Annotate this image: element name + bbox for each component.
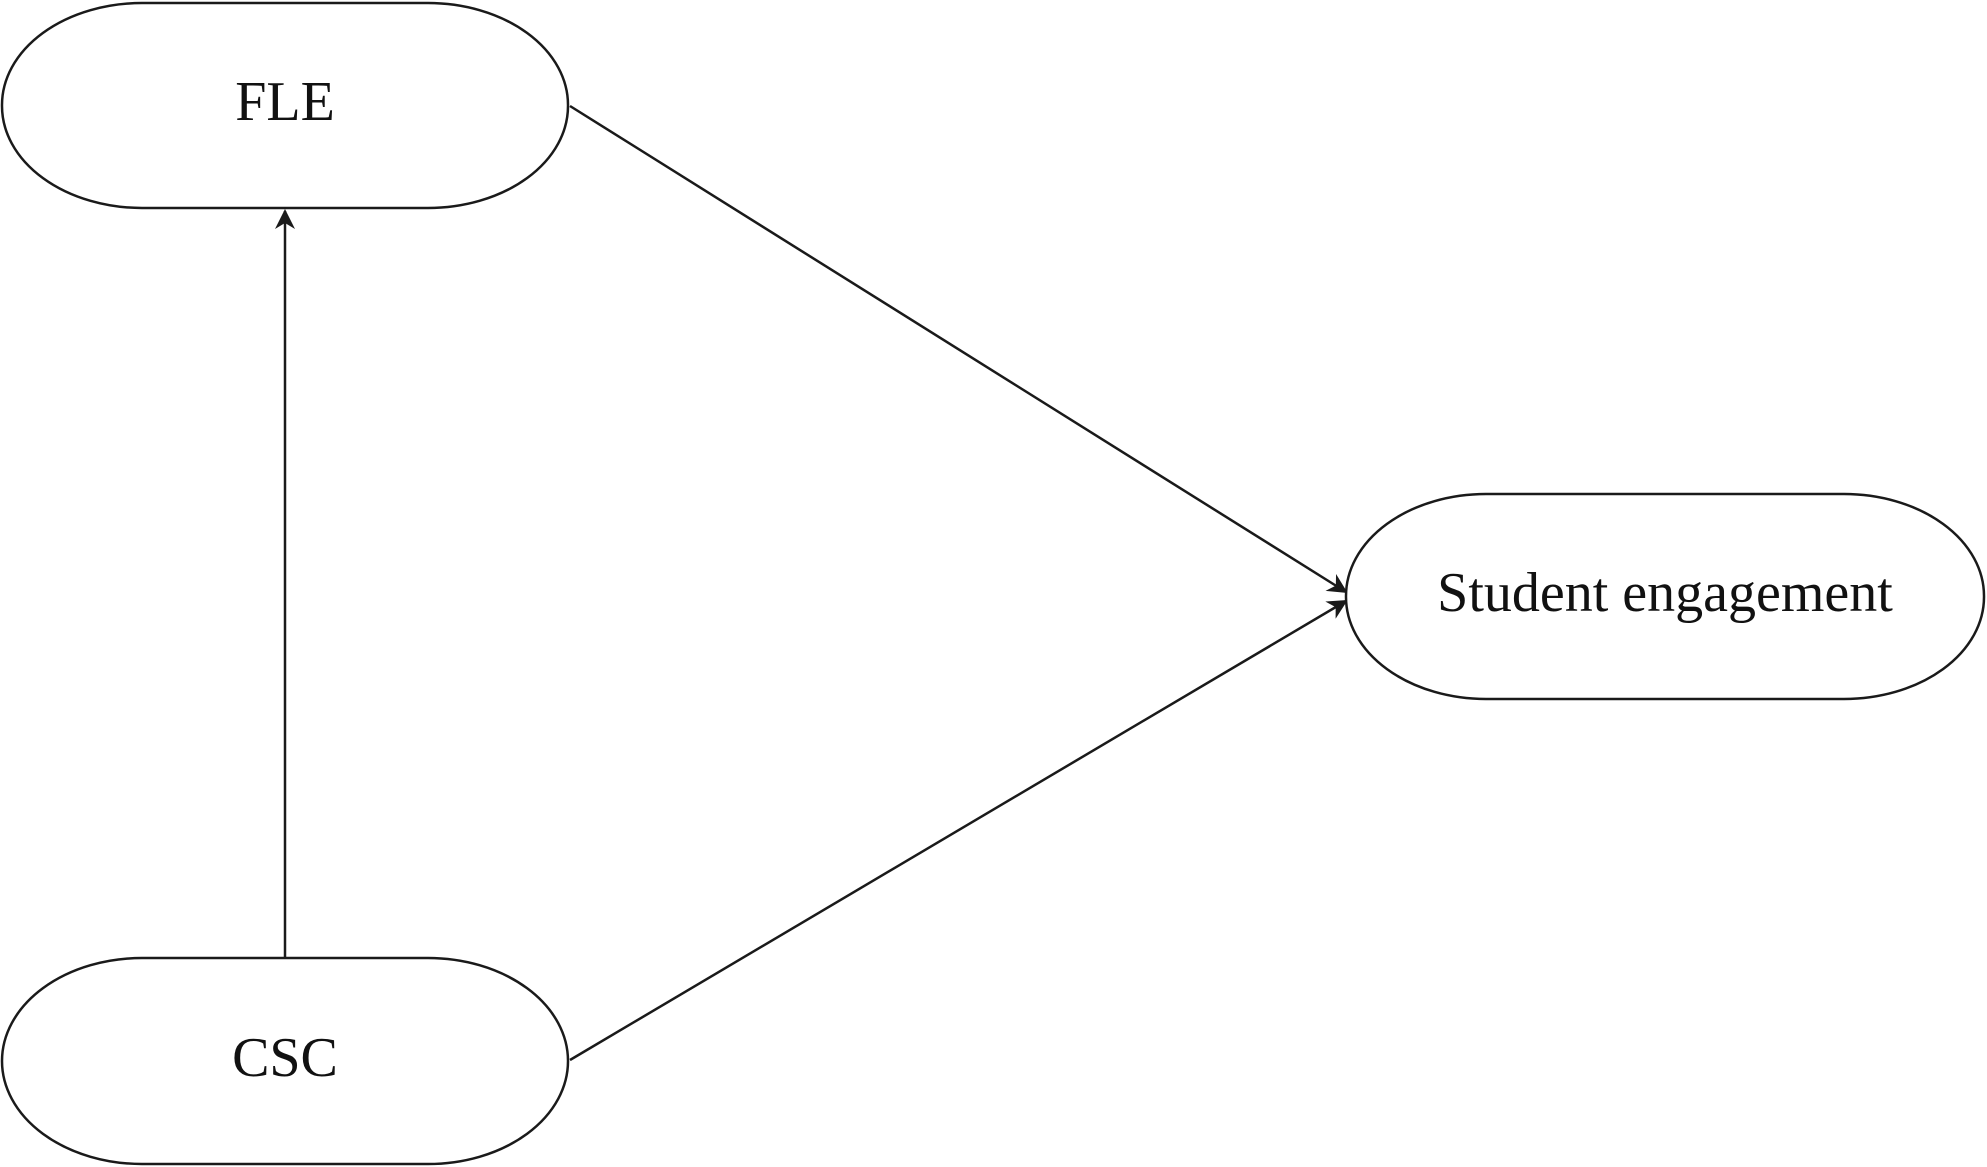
edge-csc-to-student-engagement — [569, 599, 1348, 1062]
node-student-engagement-shape — [1344, 492, 1986, 701]
node-csc-label: CSC — [232, 1027, 338, 1089]
edge-fle-to-student-engagement — [569, 104, 1348, 594]
node-student-engagement[interactable]: Student engagement — [1344, 492, 1986, 701]
node-student-engagement-label: Student engagement — [1437, 562, 1893, 624]
node-csc[interactable]: CSC — [0, 956, 570, 1166]
node-fle-shape — [0, 1, 570, 210]
node-csc-shape — [0, 956, 570, 1166]
node-fle[interactable]: FLE — [0, 1, 570, 210]
node-fle-label: FLE — [235, 71, 335, 133]
